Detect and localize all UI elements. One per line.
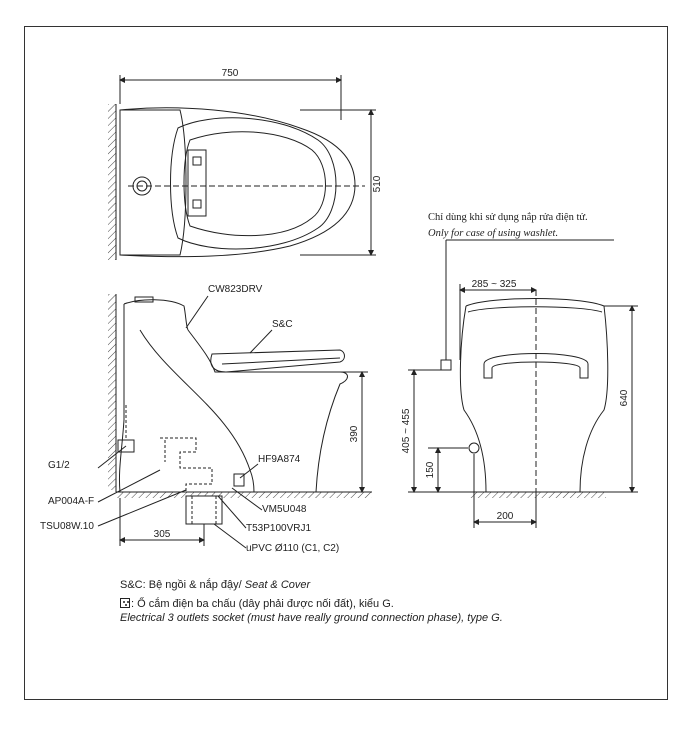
note-en: Only for case of using washlet. [428,228,558,239]
leader-g12 [97,445,127,469]
leader-ap004af [97,469,161,503]
front-floor-hatch [470,492,606,498]
note-vi: Chỉ dùng khi sử dụng nắp rửa điện tử. [428,212,588,223]
dim-socket-range: 405 ~ 455 [401,408,412,453]
side-bowl-body [187,329,348,493]
side-seat-cover [210,349,345,373]
front-supply-valve [468,442,480,454]
socket-icon [120,598,130,608]
top-button-1 [192,156,202,166]
legend-socket-en: Electrical 3 outlets socket (must have r… [120,612,503,624]
side-floor-hatch [116,492,372,498]
legend-sc-text: S&C: Bệ ngồi & nắp đậy/ [120,579,245,591]
front-body [459,305,609,493]
side-supply-valve [117,439,135,453]
label-vm5u048: VM5U048 [262,504,307,515]
leader-hf9a874 [239,463,259,479]
legend-sc: S&C: Bệ ngồi & nắp đậy/ Seat & Cover [120,578,310,592]
side-floor-bolt [233,473,245,487]
top-seat-inner [183,131,326,237]
top-tank [119,109,187,256]
label-hf9a874: HF9A874 [258,454,301,465]
top-bowl-outline [119,107,356,258]
front-socket-icon [440,359,452,371]
front-tank-lid [465,298,605,307]
dim-supply-height: 150 [425,461,436,478]
dim-supply-offset: 200 [497,511,514,522]
dim-depth: 510 [372,175,383,192]
side-tank-back [118,304,125,493]
label-upvc: uPVC Ø110 (C1, C2) [246,543,339,554]
legend-socket: : Ổ cắm điện ba chấu (dây phải được nối … [120,597,503,625]
front-view [408,239,638,528]
leader-cw823drv [185,295,209,329]
side-seat-line [221,357,341,365]
leader-tsu08w10 [97,489,187,527]
side-bowl-trap [139,329,255,493]
side-view [97,294,372,549]
dim-seat-height: 390 [349,425,360,442]
front-seat [483,353,589,379]
label-cw823drv: CW823DRV [208,284,263,295]
leader-t53p100vrj1 [217,495,247,529]
side-drain-pipe [185,495,223,525]
dim-width: 750 [222,68,239,79]
side-internal-trap [160,437,213,492]
side-wall-hatch [108,294,116,490]
front-tank-lid-2 [467,306,603,313]
leader-vm5u048 [231,487,263,511]
label-sc: S&C [272,319,293,330]
legend-sc-text-en: Seat & Cover [244,579,311,591]
label-t53p100vrj1: T53P100VRJ1 [246,523,311,534]
drawing-frame [24,26,668,700]
legend-socket-vi: : Ổ cắm điện ba chấu (dây phải được nối … [131,598,394,610]
top-button-2 [192,199,202,209]
leader-upvc [213,523,247,549]
side-tank-top [123,299,189,331]
leader-sc [249,329,273,354]
top-seat [170,117,337,250]
top-wall-hatch [108,104,116,260]
top-view [108,75,376,260]
dim-outlet: 305 [154,529,171,540]
label-ap004af: AP004A-F [48,496,94,507]
dim-front-height: 640 [619,389,630,406]
dim-top-range: 285 ~ 325 [472,279,517,290]
side-flush-button [134,296,154,303]
label-tsu08w10: TSU08W.10 [40,521,94,532]
label-g12: G1/2 [48,460,70,471]
top-washlet-panel [187,149,207,217]
